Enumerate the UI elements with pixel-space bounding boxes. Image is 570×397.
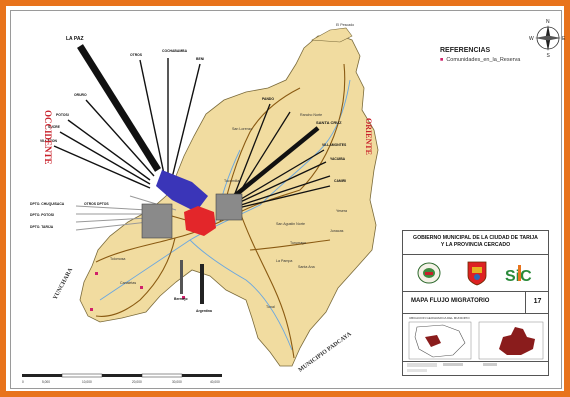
compass-n: N — [546, 19, 550, 25]
compass-s: S — [547, 53, 551, 59]
scale-tick-1: 5,000 — [42, 380, 50, 384]
label-potosi: POTOSI — [56, 113, 69, 117]
label-cochabamba: COCHABAMBA — [162, 49, 188, 53]
scale-tick-0: 0 — [22, 380, 24, 384]
panel-title-line2: Y LA PROVINCIA CERCADO — [440, 242, 511, 248]
logo-row: SiC — [403, 255, 548, 292]
label-dptal-chuquisaca: DPTO. CHUQUISACA — [30, 202, 65, 206]
label-bermejo: Bermejo — [174, 297, 188, 301]
locator-maps: UBICACION GEOGRAFICA DEL MUNICIPIO — [403, 313, 548, 362]
flow-lines-south — [180, 260, 204, 304]
label-tucumilla: Tucumilla — [224, 179, 239, 183]
label-san-lorenzo: San Lorenzo — [232, 127, 252, 131]
scale-bar: 0 5,000 10,000 20,000 30,000 40,000 — [22, 373, 222, 384]
locator-map-tarija — [478, 321, 544, 360]
label-santa-cruz: SANTA CRUZ — [316, 120, 342, 125]
scale-tick-3: 20,000 — [132, 380, 142, 384]
label-tunal: Tunal — [266, 305, 275, 309]
flow-lines-departments — [75, 195, 177, 231]
community-points — [90, 272, 185, 311]
panel-footer — [403, 361, 548, 375]
compass-w: W — [529, 36, 534, 42]
locator-map-bolivia — [408, 321, 472, 360]
north-tip — [310, 27, 353, 43]
label-argentina: Argentina — [196, 309, 212, 313]
label-tolomosa: Tolomosa — [110, 257, 125, 261]
community-marker-icon: ■ — [440, 57, 444, 63]
label-la-paz: LA PAZ — [66, 36, 84, 42]
label-oruro: ORURO — [74, 93, 87, 97]
title-block: GOBIERNO MUNICIPAL DE LA CIUDAD DE TARIJ… — [402, 230, 549, 376]
flow-lines-west — [53, 44, 201, 189]
flow-arrow-red — [184, 206, 216, 236]
legend-item: ■Comunidades_en_la_Reserva — [440, 57, 520, 63]
label-otros-dptos: OTROS DPTOS — [84, 202, 109, 206]
scale-tick-5: 40,000 — [210, 380, 220, 384]
label-san-agustin: San Agustin Norte — [276, 222, 305, 226]
label-dptal-potosi: DPTO. POTOSI — [30, 213, 54, 217]
map-title: MAPA FLUJO MIGRATORIO — [411, 298, 490, 304]
compass-e: E — [562, 36, 566, 42]
coat-of-arms-icon — [467, 261, 487, 286]
urban-block-east — [215, 193, 243, 221]
map-number: 17 — [525, 291, 549, 313]
label-oriente: ORIENTE — [364, 118, 373, 155]
label-rancho-norte: Rancho Norte — [300, 113, 322, 117]
municipal-seal-icon — [417, 262, 441, 284]
label-turumayo: Turumayo — [290, 241, 306, 245]
panel-title: GOBIERNO MUNICIPAL DE LA CIUDAD DE TARIJ… — [403, 231, 548, 255]
label-pando: PANDO — [262, 97, 274, 101]
label-otros: OTROS — [130, 53, 143, 57]
label-villamontes: VILLAMONTES — [322, 143, 347, 147]
map-title-row: MAPA FLUJO MIGRATORIO 17 — [403, 291, 548, 314]
label-beni: BENI — [196, 57, 204, 61]
label-yesera: Yesera — [336, 209, 347, 213]
sic-logo-accent — [518, 265, 521, 281]
label-villazon: VILLAZON — [40, 139, 58, 143]
legend-title: REFERENCIAS — [440, 47, 491, 54]
label-canaletas: Canaletas — [120, 281, 136, 285]
scale-tick-4: 30,000 — [172, 380, 182, 384]
panel-title-line1: GOBIERNO MUNICIPAL DE LA CIUDAD DE TARIJ… — [413, 235, 538, 241]
flow-lines-east — [230, 103, 331, 209]
label-el-pescado: El Pescado — [336, 23, 354, 27]
urban-block-west — [141, 203, 173, 239]
label-junacas: Junacas — [330, 229, 344, 233]
label-yunchara: YUNCHARA — [52, 267, 74, 301]
label-dptal-tarija: DPTO. TARIJA — [30, 225, 54, 229]
label-santa-ana: Santa Ana — [298, 265, 315, 269]
label-yacuiba: YACUIBA — [330, 157, 346, 161]
label-lajas: La Pampa — [276, 259, 292, 263]
label-occidente: OCCIDENTE — [43, 110, 53, 165]
label-sucre: SUCRE — [48, 125, 61, 129]
scale-tick-2: 10,000 — [82, 380, 92, 384]
label-camiri: CAMIRI — [334, 179, 346, 183]
flow-arrow-blue — [156, 170, 208, 212]
legend-item-label: Comunidades_en_la_Reserva — [446, 57, 521, 63]
compass-rose-icon: N S E W — [529, 19, 566, 59]
locator-title: UBICACION GEOGRAFICA DEL MUNICIPIO — [409, 316, 470, 320]
